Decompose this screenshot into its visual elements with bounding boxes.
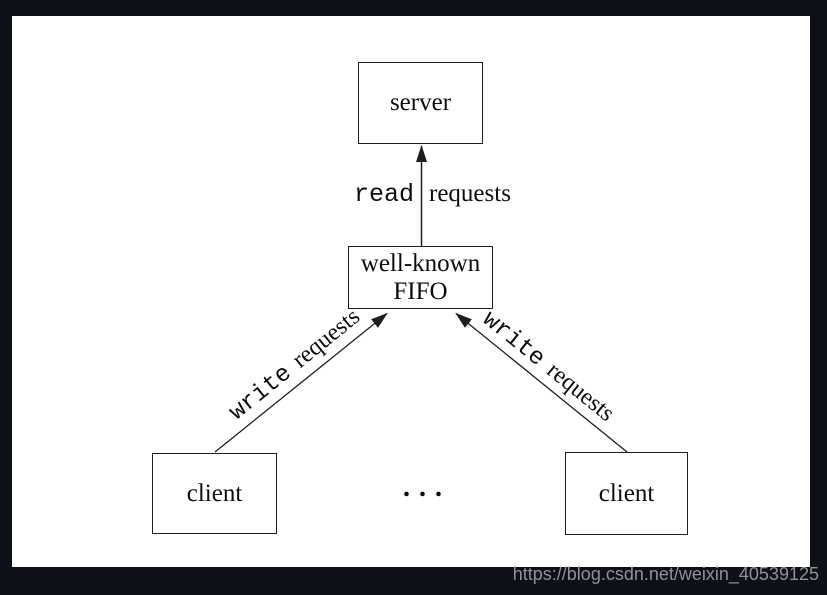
read-requests-label-read: read [353,180,414,209]
well-known-fifo-box: well-known FIFO [348,246,493,309]
client-left-box: client [152,453,277,534]
client-right-label: client [598,479,655,507]
arrow-write-requests-left [214,312,388,453]
arrow-write-requests-right [455,312,628,453]
server-label: server [389,89,452,116]
diagram-canvas: server well-known FIFO client client rea… [12,16,810,567]
read-requests-label-requests: requests [429,180,511,207]
fifo-label-line2: FIFO [393,277,448,305]
client-right-box: client [565,452,688,535]
fifo-label-line1: well-known [360,249,481,277]
csdn-watermark: https://blog.csdn.net/weixin_40539125 [512,564,819,584]
clients-ellipsis: ... [403,472,451,503]
client-left-label: client [186,479,243,507]
connector-arrows [214,145,628,453]
server-box: server [358,62,483,144]
